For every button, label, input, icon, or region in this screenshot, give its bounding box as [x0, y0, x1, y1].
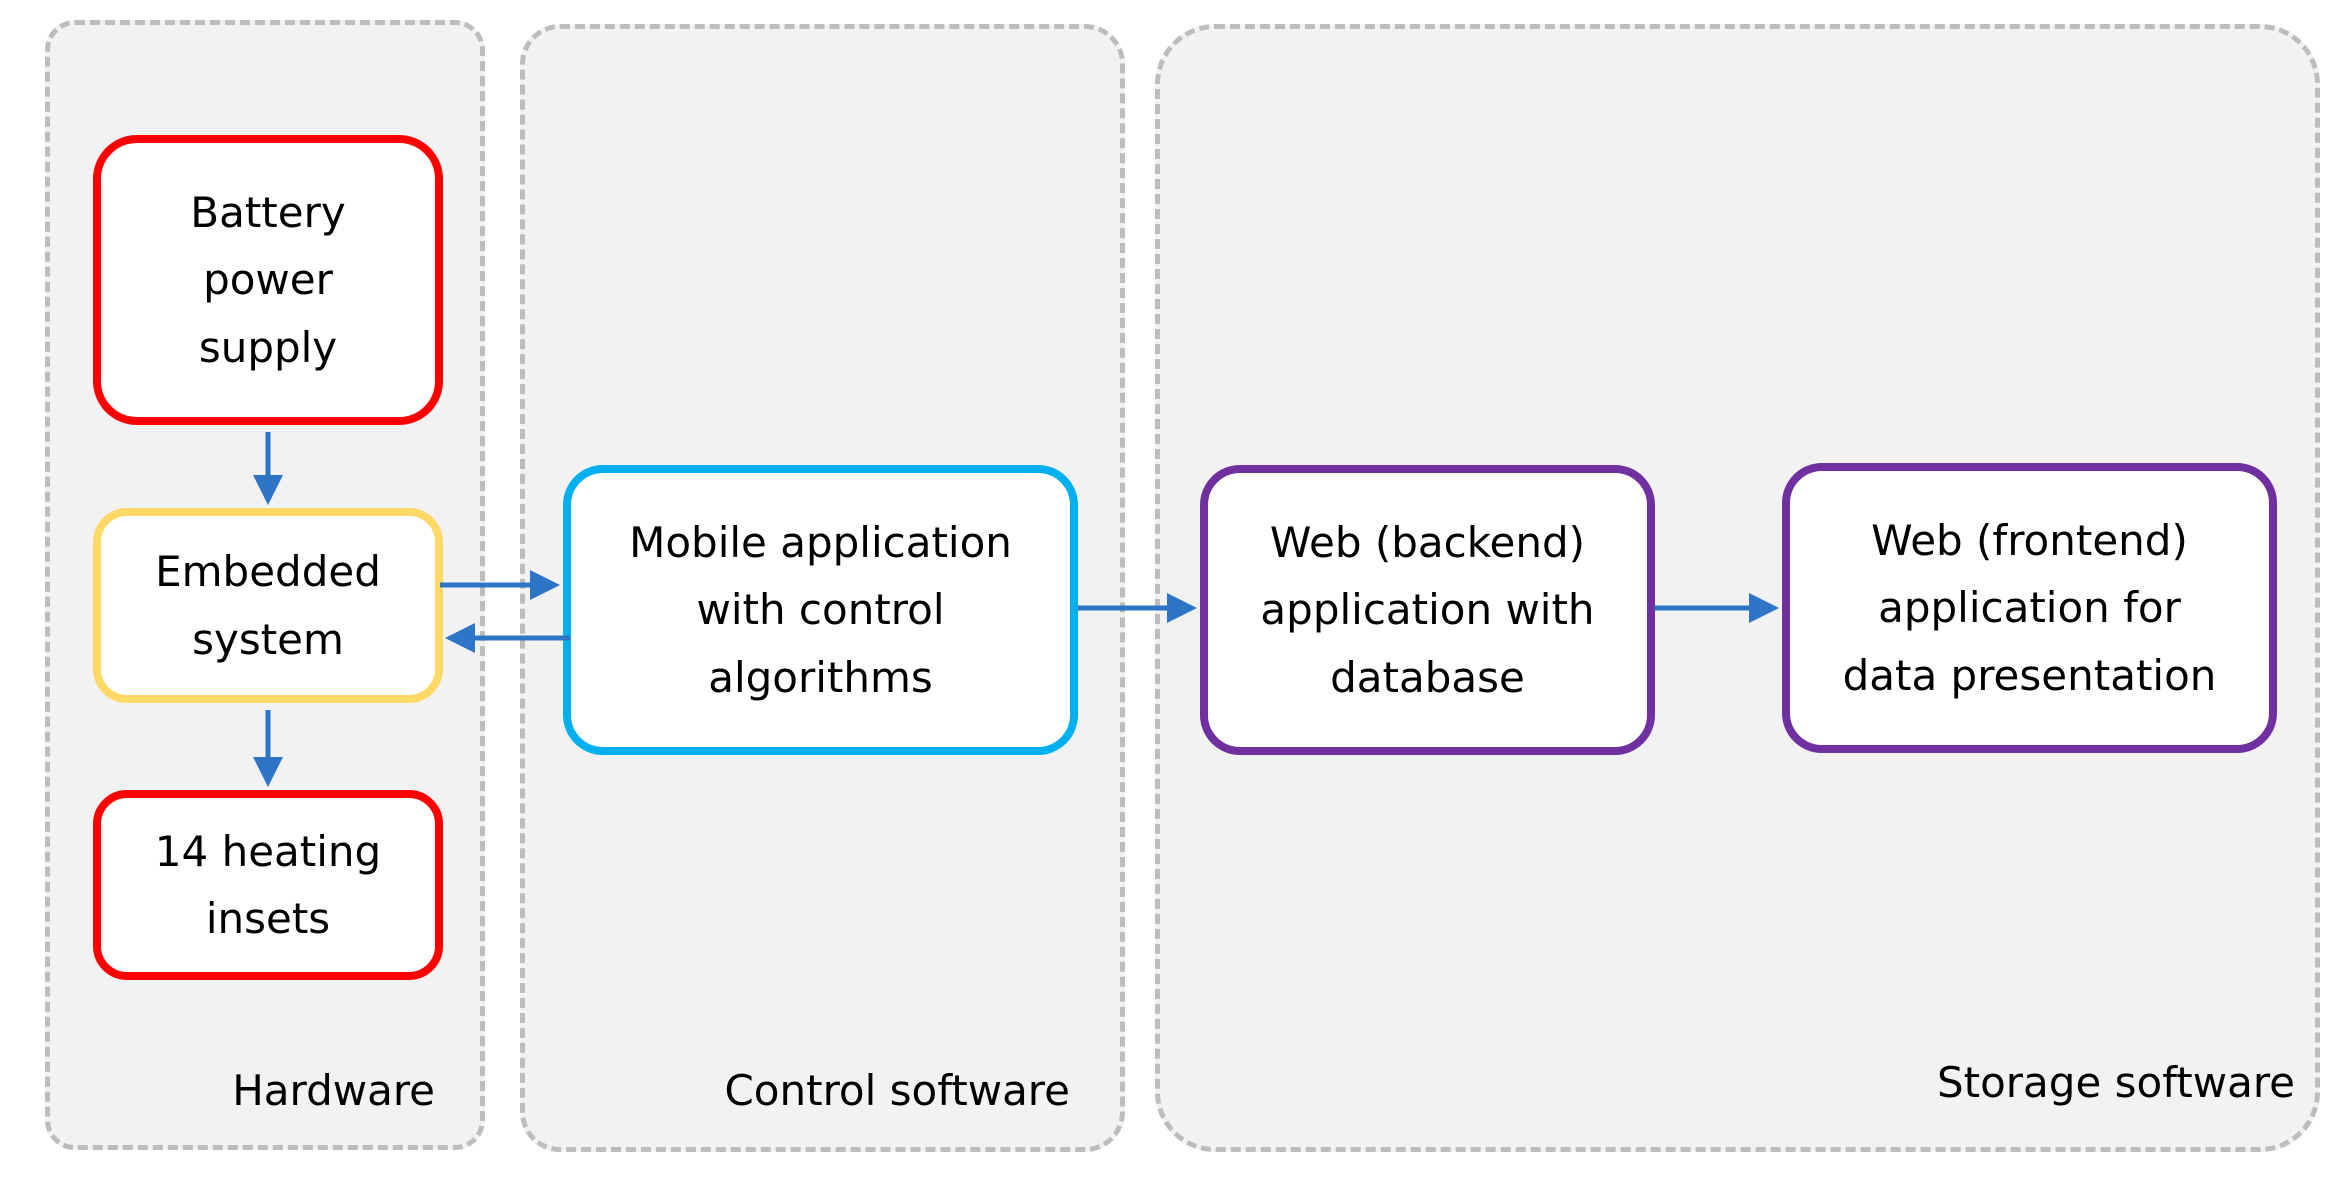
hardware-group-label: Hardware: [232, 1066, 435, 1115]
storage-software-group-label: Storage software: [1936, 1058, 2295, 1107]
mobile-application-box: Mobile application with control algorith…: [563, 465, 1078, 755]
mobile-box-line-1: Mobile application: [629, 518, 1012, 568]
frontend-box-line-2: application for: [1878, 583, 2181, 633]
embedded-system-box: Embedded system: [93, 508, 443, 703]
control-software-group-label: Control software: [724, 1066, 1070, 1115]
frontend-box-line-1: Web (frontend): [1871, 516, 2188, 566]
frontend-box-line-3: data presentation: [1842, 650, 2217, 700]
backend-box-line-3: database: [1330, 652, 1525, 702]
battery-power-supply-box: Battery power supply: [93, 135, 443, 425]
battery-box-line-2: power: [203, 255, 333, 305]
heating-box-line-2: insets: [205, 894, 331, 943]
mobile-box-line-3: algorithms: [708, 652, 933, 702]
heating-box-line-1: 14 heating: [154, 826, 382, 876]
backend-box-line-2: application with: [1260, 585, 1595, 635]
web-frontend-box: Web (frontend) application for data pres…: [1782, 463, 2277, 753]
embedded-box-line-1: Embedded: [155, 547, 381, 597]
heating-insets-box: 14 heating insets: [93, 790, 443, 980]
battery-box-line-3: supply: [198, 322, 338, 372]
battery-box-line-1: Battery: [190, 188, 346, 238]
web-backend-box: Web (backend) application with database: [1200, 465, 1655, 755]
mobile-box-line-2: with control: [696, 585, 945, 635]
embedded-box-line-2: system: [192, 614, 344, 664]
backend-box-line-1: Web (backend): [1269, 518, 1586, 568]
